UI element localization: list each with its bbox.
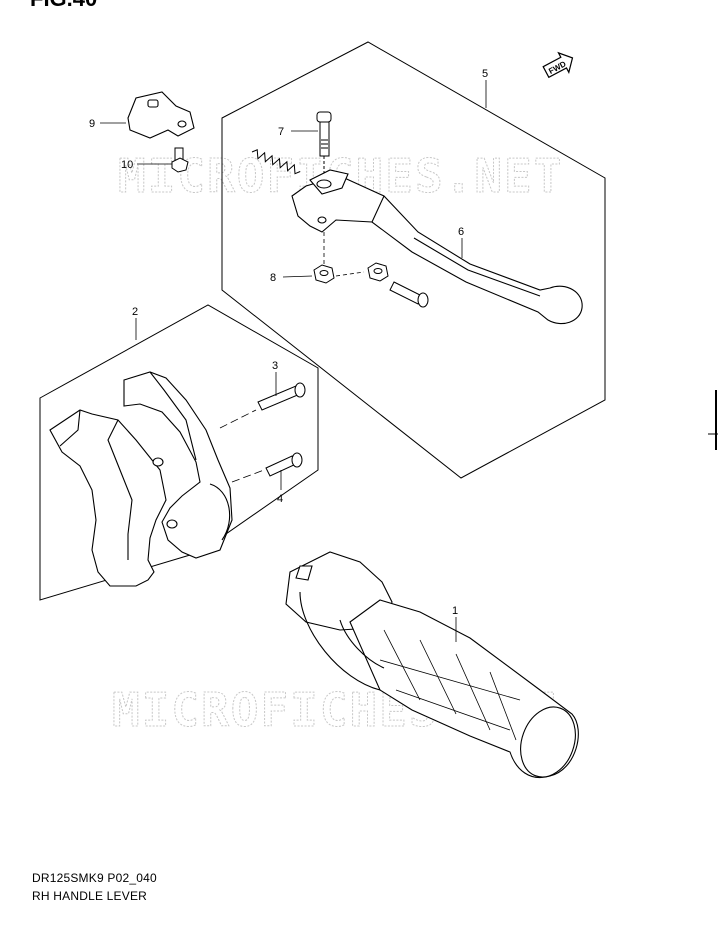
lower-housing-part (49, 409, 167, 587)
callout-10: 10 (121, 159, 133, 171)
grip-part (285, 551, 579, 778)
callout-3: 3 (272, 360, 278, 372)
spring-part (251, 149, 301, 175)
screw-4-part (265, 452, 303, 477)
screw-part (171, 147, 189, 173)
lever-assembly-group: FWD (221, 41, 606, 479)
upper-housing-part (123, 371, 233, 559)
figure-label: FIG.40 (30, 0, 97, 12)
callout-8: 8 (270, 272, 276, 284)
callout-7: 7 (278, 126, 284, 138)
pivot-bolt-part (316, 111, 332, 188)
switch-housing-group (39, 304, 319, 601)
brake-lever-part (291, 169, 583, 325)
footer-title: RH HANDLE LEVER (32, 889, 148, 903)
adjuster-screw-part (389, 281, 429, 308)
callout-9: 9 (89, 118, 95, 130)
callout-1: 1 (452, 605, 458, 617)
callout-5: 5 (482, 68, 488, 80)
callout-2: 2 (132, 306, 138, 318)
fwd-arrow-icon: FWD (542, 51, 574, 79)
footer-code: DR125SMK9 P02_040 (32, 871, 157, 885)
screw-3-part (257, 382, 306, 411)
leader-lines (100, 122, 463, 642)
callout-6: 6 (458, 226, 464, 238)
callout-4: 4 (277, 493, 283, 505)
switch-part (127, 91, 195, 139)
nut-part (313, 262, 389, 284)
